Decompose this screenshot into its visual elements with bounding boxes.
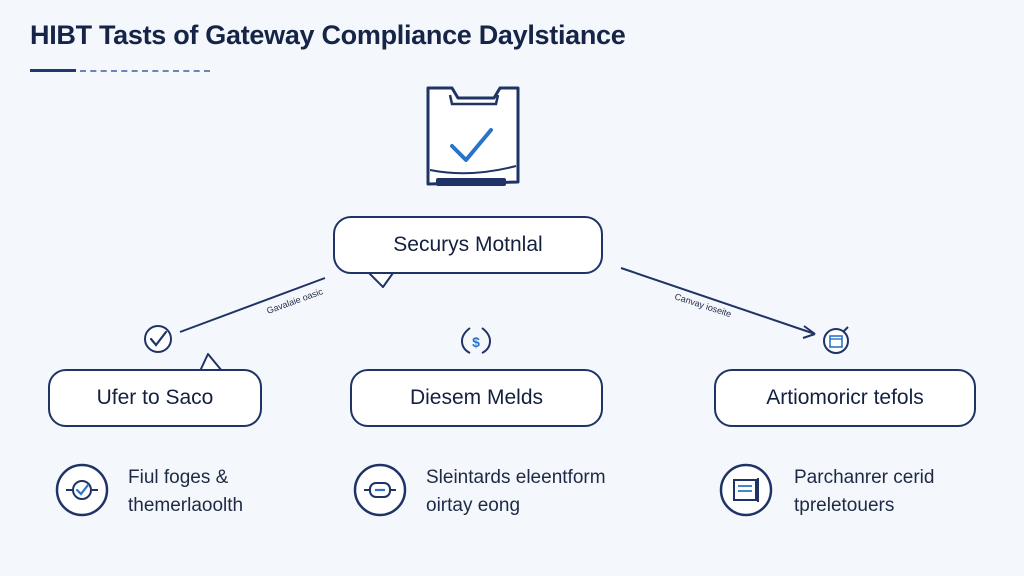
node-right: Artiomoricr tefols xyxy=(714,369,976,427)
connector-right xyxy=(620,267,816,335)
node-left: Ufer to Saco xyxy=(48,369,262,427)
node-right-label: Artiomoricr tefols xyxy=(766,386,924,409)
node-left-label: Ufer to Saco xyxy=(96,386,214,409)
connector-right-arrowhead xyxy=(802,325,816,339)
top-node: Securys Motnlal xyxy=(333,216,603,274)
clipboard-check-icon xyxy=(426,86,520,186)
detail-left-line-2: themerlaoolth xyxy=(128,495,244,516)
check-circle-icon xyxy=(144,325,172,353)
detail-right-line-2: tpreletouers xyxy=(794,495,895,516)
top-node-tail xyxy=(367,271,394,288)
detail-right-line-1: Parchanrer cerid xyxy=(794,467,935,488)
check-badge-icon xyxy=(55,463,109,517)
detail-left: Fiul foges & themerlaoolth xyxy=(128,464,243,520)
title-underline-dashed xyxy=(80,70,210,72)
edge-label-left: Gavalaie oasic xyxy=(265,286,324,316)
svg-text:$: $ xyxy=(472,334,480,350)
calendar-icon xyxy=(823,326,849,354)
gateway-badge-icon xyxy=(353,463,407,517)
detail-middle: Sleintards eleentform oirtay eong xyxy=(426,464,606,520)
detail-middle-line-1: Sleintards eleentform xyxy=(426,467,606,488)
connector-left xyxy=(179,277,326,333)
node-middle: Diesem Melds xyxy=(350,369,603,427)
title-underline xyxy=(30,69,76,72)
detail-right: Parchanrer cerid tpreletouers xyxy=(794,464,934,520)
detail-left-line-1: Fiul foges & xyxy=(128,467,229,488)
dollar-icon: $ xyxy=(460,327,492,354)
top-node-label: Securys Motnlal xyxy=(393,233,543,256)
left-node-tail xyxy=(199,353,223,372)
page-title: HIBT Tasts of Gateway Compliance Daylsti… xyxy=(30,20,626,50)
document-badge-icon xyxy=(719,463,773,517)
detail-middle-line-2: oirtay eong xyxy=(426,495,521,516)
node-middle-label: Diesem Melds xyxy=(409,386,544,409)
